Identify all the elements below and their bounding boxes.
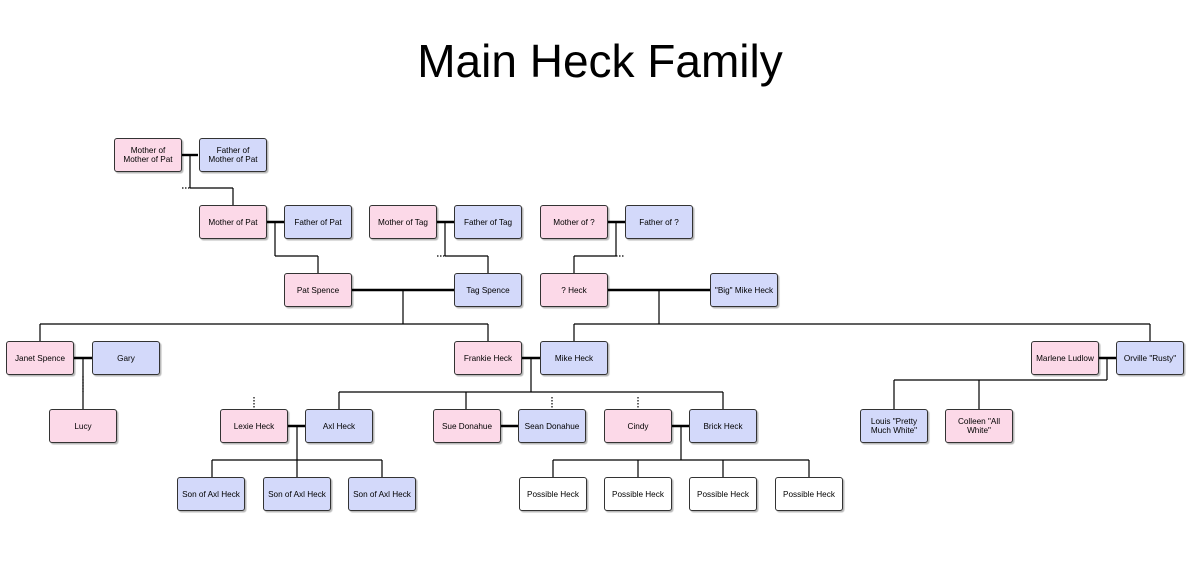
person-colleen-all-white[interactable]: Colleen "All White" xyxy=(945,409,1013,443)
person-mother-of-pat[interactable]: Mother of Pat xyxy=(199,205,267,239)
person-possible-heck-1[interactable]: Possible Heck xyxy=(519,477,587,511)
person-possible-heck-3[interactable]: Possible Heck xyxy=(689,477,757,511)
person-father-of-pat[interactable]: Father of Pat xyxy=(284,205,352,239)
person-mike-heck[interactable]: Mike Heck xyxy=(540,341,608,375)
person-possible-heck-4[interactable]: Possible Heck xyxy=(775,477,843,511)
person-marlene-ludlow[interactable]: Marlene Ludlow xyxy=(1031,341,1099,375)
person-janet-spence[interactable]: Janet Spence xyxy=(6,341,74,375)
person-lucy[interactable]: Lucy xyxy=(49,409,117,443)
person-big-mike-heck[interactable]: "Big" Mike Heck xyxy=(710,273,778,307)
person-orville-rusty[interactable]: Orville "Rusty" xyxy=(1116,341,1184,375)
person-gary[interactable]: Gary xyxy=(92,341,160,375)
person-son-of-axl-3[interactable]: Son of Axl Heck xyxy=(348,477,416,511)
person-pat-spence[interactable]: Pat Spence xyxy=(284,273,352,307)
person-mother-of-tag[interactable]: Mother of Tag xyxy=(369,205,437,239)
person-axl-heck[interactable]: Axl Heck xyxy=(305,409,373,443)
person-father-of-tag[interactable]: Father of Tag xyxy=(454,205,522,239)
person-louis-pretty-much-white[interactable]: Louis "Pretty Much White" xyxy=(860,409,928,443)
person-mother-of-unknown[interactable]: Mother of ? xyxy=(540,205,608,239)
person-lexie-heck[interactable]: Lexie Heck xyxy=(220,409,288,443)
person-frankie-heck[interactable]: Frankie Heck xyxy=(454,341,522,375)
person-son-of-axl-2[interactable]: Son of Axl Heck xyxy=(263,477,331,511)
person-mother-of-mother-of-pat[interactable]: Mother of Mother of Pat xyxy=(114,138,182,172)
person-cindy[interactable]: Cindy xyxy=(604,409,672,443)
person-son-of-axl-1[interactable]: Son of Axl Heck xyxy=(177,477,245,511)
diagram-title: Main Heck Family xyxy=(417,35,783,87)
person-possible-heck-2[interactable]: Possible Heck xyxy=(604,477,672,511)
person-father-of-unknown[interactable]: Father of ? xyxy=(625,205,693,239)
person-tag-spence[interactable]: Tag Spence xyxy=(454,273,522,307)
person-sean-donahue[interactable]: Sean Donahue xyxy=(518,409,586,443)
person-sue-donahue[interactable]: Sue Donahue xyxy=(433,409,501,443)
person-brick-heck[interactable]: Brick Heck xyxy=(689,409,757,443)
person-unknown-heck[interactable]: ? Heck xyxy=(540,273,608,307)
person-father-of-mother-of-pat[interactable]: Father of Mother of Pat xyxy=(199,138,267,172)
